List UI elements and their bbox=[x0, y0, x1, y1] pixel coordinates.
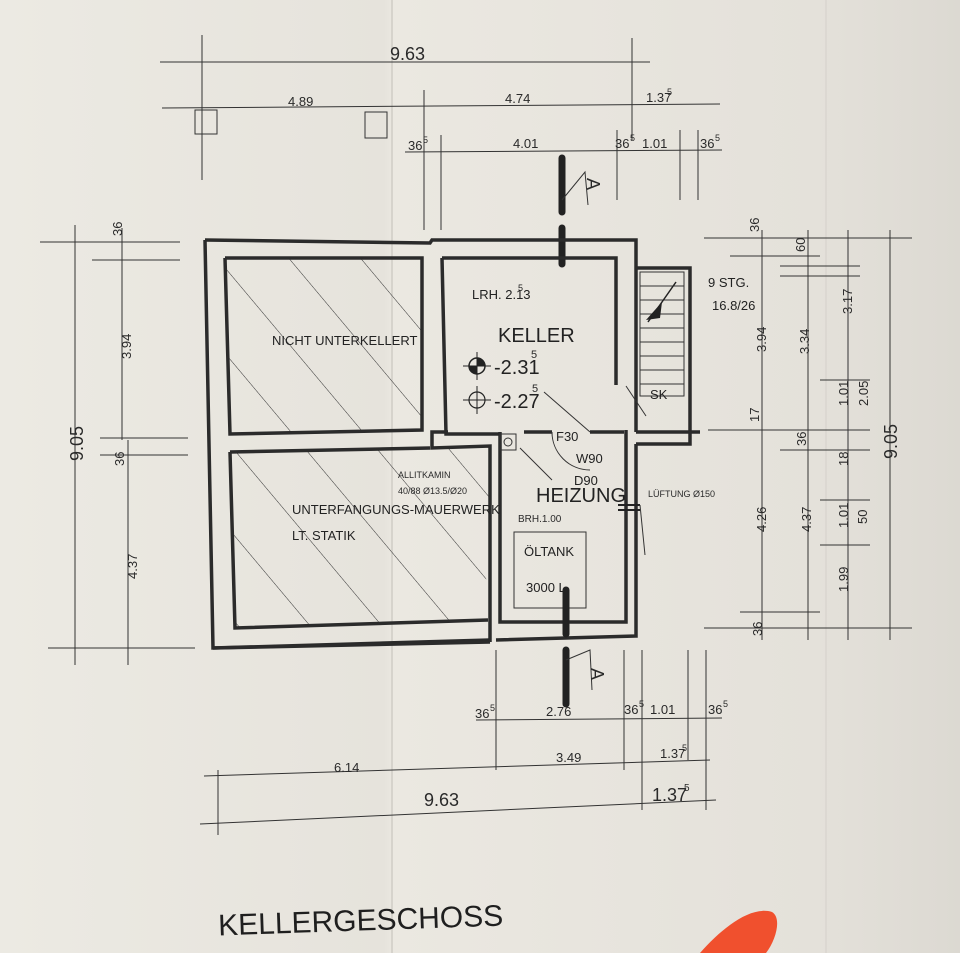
svg-text:A: A bbox=[583, 178, 603, 190]
label-kamin-spec: 40/88 Ø13.5/Ø20 bbox=[398, 486, 467, 496]
svg-text:1.37: 1.37 bbox=[660, 746, 685, 761]
dim-top-a: 4.89 bbox=[288, 94, 313, 109]
svg-text:5: 5 bbox=[490, 703, 495, 713]
svg-text:18: 18 bbox=[836, 452, 851, 466]
svg-text:36: 36 bbox=[750, 622, 765, 636]
svg-text:1.01: 1.01 bbox=[836, 381, 851, 406]
section-marker-top: A bbox=[558, 154, 603, 268]
svg-text:36: 36 bbox=[615, 136, 629, 151]
hatch-nicht-unterkellert bbox=[225, 258, 422, 434]
svg-text:5: 5 bbox=[715, 133, 720, 143]
svg-text:36: 36 bbox=[700, 136, 714, 151]
label-oeltank-volume: 3000 L bbox=[526, 580, 566, 595]
label-f30: F30 bbox=[556, 429, 578, 444]
svg-text:5: 5 bbox=[518, 283, 523, 293]
fingernail bbox=[700, 910, 778, 953]
svg-text:2.05: 2.05 bbox=[856, 381, 871, 406]
label-kamin: ALLITKAMIN bbox=[398, 470, 451, 480]
dim-top-total: 9.63 bbox=[390, 44, 425, 64]
svg-text:1.01: 1.01 bbox=[650, 702, 675, 717]
svg-text:50: 50 bbox=[855, 510, 870, 524]
label-lueftung: LÜFTUNG Ø150 bbox=[648, 489, 715, 499]
stairs bbox=[625, 271, 685, 417]
label-nicht-unterkellert: NICHT UNTERKELLERT bbox=[272, 333, 417, 348]
svg-text:17: 17 bbox=[747, 408, 762, 422]
oeltank-box bbox=[513, 531, 587, 609]
label-brh: BRH.1.00 bbox=[518, 514, 562, 525]
drawing-title: KELLERGESCHOSS bbox=[218, 900, 504, 943]
label-w90: W90 bbox=[576, 451, 603, 466]
svg-text:5: 5 bbox=[667, 87, 672, 97]
svg-text:36: 36 bbox=[408, 138, 422, 153]
svg-text:5: 5 bbox=[682, 743, 687, 753]
svg-text:9.05: 9.05 bbox=[67, 426, 87, 461]
top-dimensions: 9.63 4.89 4.74 1.37 5 36 5 4.01 36 5 1.0… bbox=[160, 35, 723, 230]
room-labels: NICHT UNTERKELLERT LRH. 2.13 5 KELLER -2… bbox=[272, 275, 755, 595]
svg-text:2.76: 2.76 bbox=[546, 704, 571, 719]
label-level-2: -2.27 bbox=[494, 391, 540, 413]
svg-text:5: 5 bbox=[630, 133, 635, 143]
column-mark bbox=[364, 111, 388, 139]
svg-text:36: 36 bbox=[112, 452, 127, 466]
svg-text:5: 5 bbox=[423, 135, 428, 145]
svg-text:1.37: 1.37 bbox=[652, 785, 687, 805]
label-lrh: LRH. 2.13 bbox=[472, 287, 531, 302]
svg-text:3.49: 3.49 bbox=[556, 750, 581, 765]
label-d90: D90 bbox=[574, 473, 598, 488]
label-heizung: HEIZUNG bbox=[536, 485, 626, 507]
svg-text:5: 5 bbox=[531, 349, 537, 361]
svg-text:5: 5 bbox=[639, 699, 644, 709]
right-dimensions: 36 3.94 17 4.26 36 60 3.34 36 4.37 3.17 … bbox=[704, 218, 912, 640]
label-unterfangung: UNTERFANGUNGS-MAUERWERK bbox=[292, 502, 500, 517]
svg-text:36: 36 bbox=[624, 702, 638, 717]
svg-text:1.99: 1.99 bbox=[836, 567, 851, 592]
svg-text:36: 36 bbox=[110, 222, 125, 236]
floor-plan bbox=[203, 238, 700, 650]
svg-text:5: 5 bbox=[532, 383, 538, 395]
svg-text:9.05: 9.05 bbox=[881, 424, 901, 459]
label-sk: SK bbox=[650, 387, 668, 402]
label-oeltank: ÖLTANK bbox=[524, 544, 574, 559]
label-stairs: 9 STG. bbox=[708, 275, 749, 290]
label-keller: KELLER bbox=[498, 325, 575, 347]
dim-top-c: 1.37 bbox=[646, 90, 671, 105]
hatch-unterfangung bbox=[232, 446, 490, 628]
svg-text:3.17: 3.17 bbox=[840, 289, 855, 314]
svg-text:A: A bbox=[587, 668, 607, 680]
svg-text:4.37: 4.37 bbox=[125, 554, 140, 579]
section-marker-bottom: A bbox=[562, 586, 607, 708]
label-stairs-size: 16.8/26 bbox=[712, 298, 755, 313]
svg-text:5: 5 bbox=[684, 783, 690, 794]
svg-text:60: 60 bbox=[793, 238, 808, 252]
svg-text:3.34: 3.34 bbox=[797, 329, 812, 354]
svg-text:5: 5 bbox=[723, 699, 728, 709]
svg-text:36: 36 bbox=[708, 702, 722, 717]
svg-text:6.14: 6.14 bbox=[334, 760, 359, 775]
dim-top-b: 4.74 bbox=[505, 91, 530, 106]
svg-text:36: 36 bbox=[747, 218, 762, 232]
column-mark bbox=[194, 109, 218, 135]
kamin-box bbox=[499, 433, 517, 451]
left-dimensions: 9.05 36 3.94 36 4.37 bbox=[40, 222, 195, 665]
bottom-dimensions: 36 5 2.76 36 5 1.01 36 5 6.14 3.49 1.37 … bbox=[199, 650, 728, 835]
svg-text:36: 36 bbox=[475, 706, 489, 721]
svg-text:1.01: 1.01 bbox=[836, 503, 851, 528]
svg-text:4.01: 4.01 bbox=[513, 136, 538, 151]
svg-text:4.37: 4.37 bbox=[799, 507, 814, 532]
svg-text:1.01: 1.01 bbox=[642, 136, 667, 151]
label-statik: LT. STATIK bbox=[292, 528, 356, 543]
label-level-1: -2.31 bbox=[494, 357, 540, 379]
svg-text:36: 36 bbox=[794, 432, 809, 446]
svg-text:4.26: 4.26 bbox=[754, 507, 769, 532]
svg-text:3.94: 3.94 bbox=[119, 334, 134, 359]
svg-text:3.94: 3.94 bbox=[754, 327, 769, 352]
svg-text:9.63: 9.63 bbox=[424, 790, 459, 810]
